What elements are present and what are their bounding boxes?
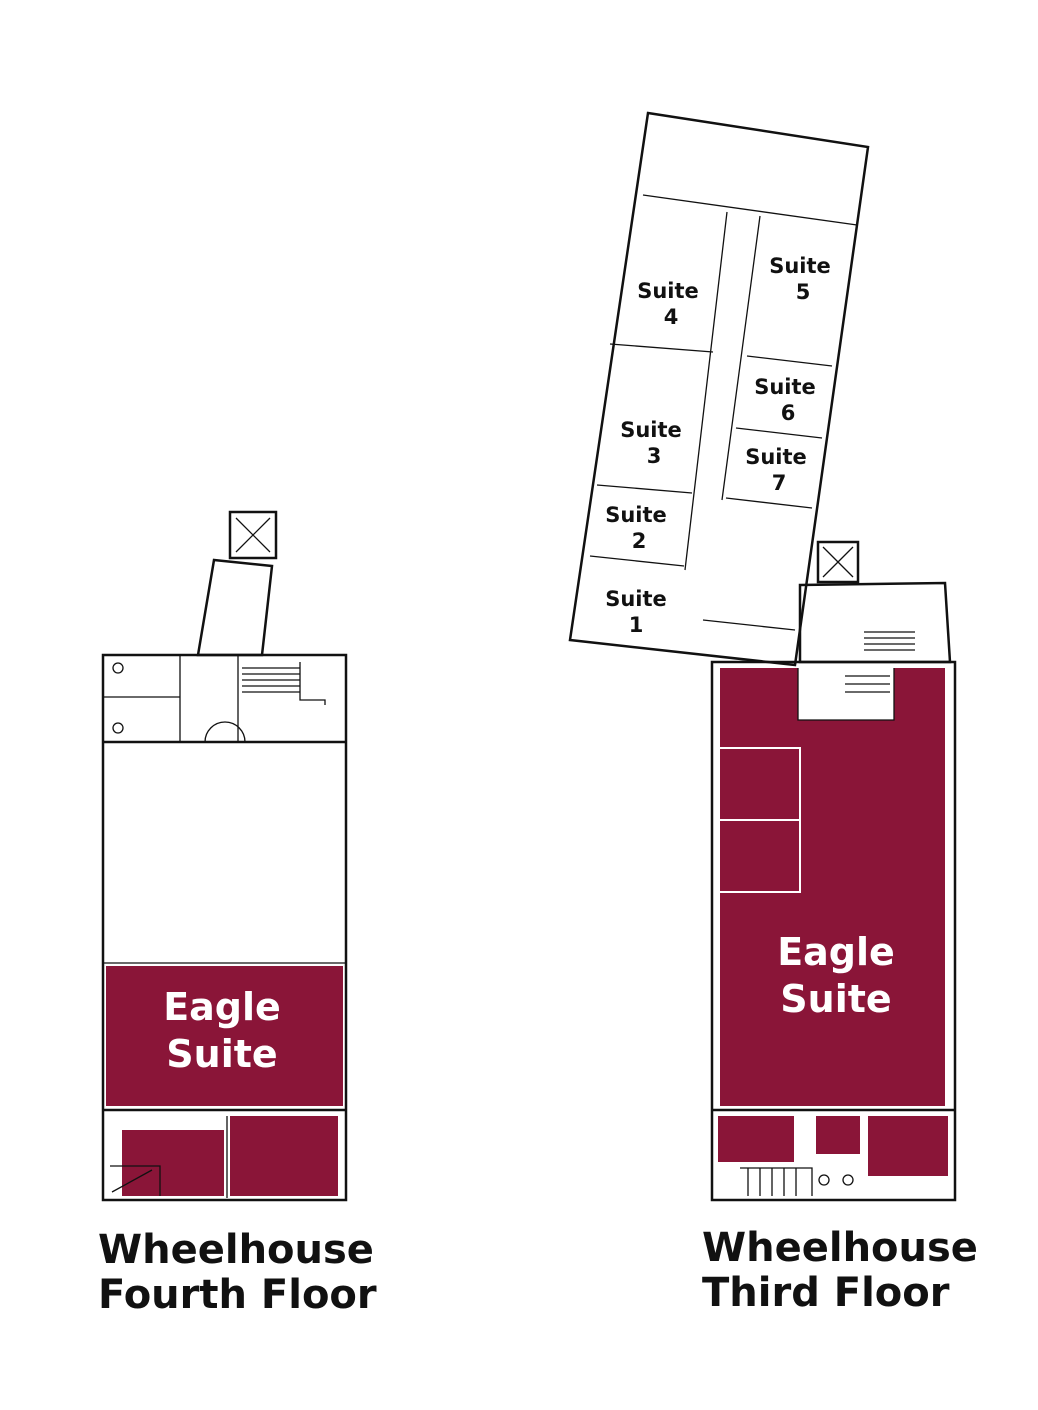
third-inner-offices xyxy=(720,747,801,893)
suite-2-label-line1: Suite xyxy=(605,503,667,527)
fourth-open-space xyxy=(108,748,341,960)
fourth-eagle-suite-area xyxy=(106,966,343,1106)
fourth-elevator-shaft xyxy=(228,510,278,560)
third-eagle-label-line2: Suite xyxy=(780,977,891,1021)
third-annex-outline xyxy=(568,111,870,667)
third-entry-wall xyxy=(797,668,895,721)
third-eagle-room-1 xyxy=(718,1116,794,1162)
fourth-toilet-icon-1 xyxy=(112,662,124,674)
fourth-floor-outline xyxy=(101,653,348,1202)
fourth-stairs xyxy=(242,662,326,705)
third-connector-stairs xyxy=(864,631,915,651)
fourth-eagle-room-2 xyxy=(230,1116,338,1196)
third-main-outline xyxy=(710,660,957,1202)
fourth-eagle-room-1 xyxy=(122,1130,224,1196)
suite-5-label-line2: 5 xyxy=(796,280,811,304)
suite-4-label-line1: Suite xyxy=(637,279,699,303)
suite-3-label-line1: Suite xyxy=(620,418,682,442)
suite-3-label-line2: 3 xyxy=(647,444,662,468)
third-floor-title-line1: Wheelhouse xyxy=(702,1225,978,1271)
third-eagle-room-2 xyxy=(816,1116,860,1154)
suite-6-label-line1: Suite xyxy=(754,375,816,399)
suite-7-label-line2: 7 xyxy=(772,471,787,495)
third-toilet-icon-2 xyxy=(842,1174,854,1186)
third-wall-7-bottom xyxy=(725,497,813,509)
third-eagle-suite-area xyxy=(720,668,945,1106)
fourth-eagle-label-line2: Suite xyxy=(166,1032,277,1076)
suite-1-label-line1: Suite xyxy=(605,587,667,611)
third-wall-3-2 xyxy=(596,484,693,494)
third-wall-5-6 xyxy=(746,355,833,367)
suite-7-label-line1: Suite xyxy=(745,445,807,469)
third-eagle-label-line1: Eagle xyxy=(777,930,895,974)
suite-5-label-line1: Suite xyxy=(769,254,831,278)
third-wall-4-3 xyxy=(609,343,714,353)
third-elevator-shaft xyxy=(816,540,860,584)
third-corridor xyxy=(684,211,761,571)
third-service-strip xyxy=(642,194,858,226)
fourth-floor-plan: Eagle Suite xyxy=(101,510,348,1202)
third-lower-hall xyxy=(702,619,796,631)
fourth-double-door xyxy=(204,721,246,743)
fourth-bottom-stairs xyxy=(110,1165,161,1196)
third-floor-plan: Eagle Suite xyxy=(568,111,957,1202)
fourth-elevator-corridor xyxy=(196,558,274,657)
fourth-floor-title-line1: Wheelhouse xyxy=(98,1227,374,1273)
suite-1-label-line2: 1 xyxy=(629,613,644,637)
fourth-elevator-cross-icon xyxy=(235,517,271,553)
third-toilet-icon-1 xyxy=(818,1174,830,1186)
fourth-floor-title-line2: Fourth Floor xyxy=(98,1272,377,1318)
third-elevator-cross-icon xyxy=(822,546,854,578)
third-eagle-room-3 xyxy=(868,1116,948,1176)
third-wall-6-7 xyxy=(735,427,823,439)
third-entry-cutout xyxy=(798,668,894,720)
third-suite-labels: Suite 1 Suite 2 Suite 3 Suite 4 Suite 5 … xyxy=(605,254,831,637)
third-entry-stairs xyxy=(845,675,890,693)
third-floor-title-line2: Third Floor xyxy=(702,1270,950,1316)
third-wall-2-1 xyxy=(589,555,685,567)
fourth-toilet-icon-2 xyxy=(112,722,124,734)
suite-2-label-line2: 2 xyxy=(632,529,647,553)
fourth-eagle-label-line1: Eagle xyxy=(163,985,281,1029)
third-bottom-stairs xyxy=(740,1167,813,1196)
suite-4-label-line2: 4 xyxy=(664,305,679,329)
suite-6-label-line2: 6 xyxy=(781,401,796,425)
